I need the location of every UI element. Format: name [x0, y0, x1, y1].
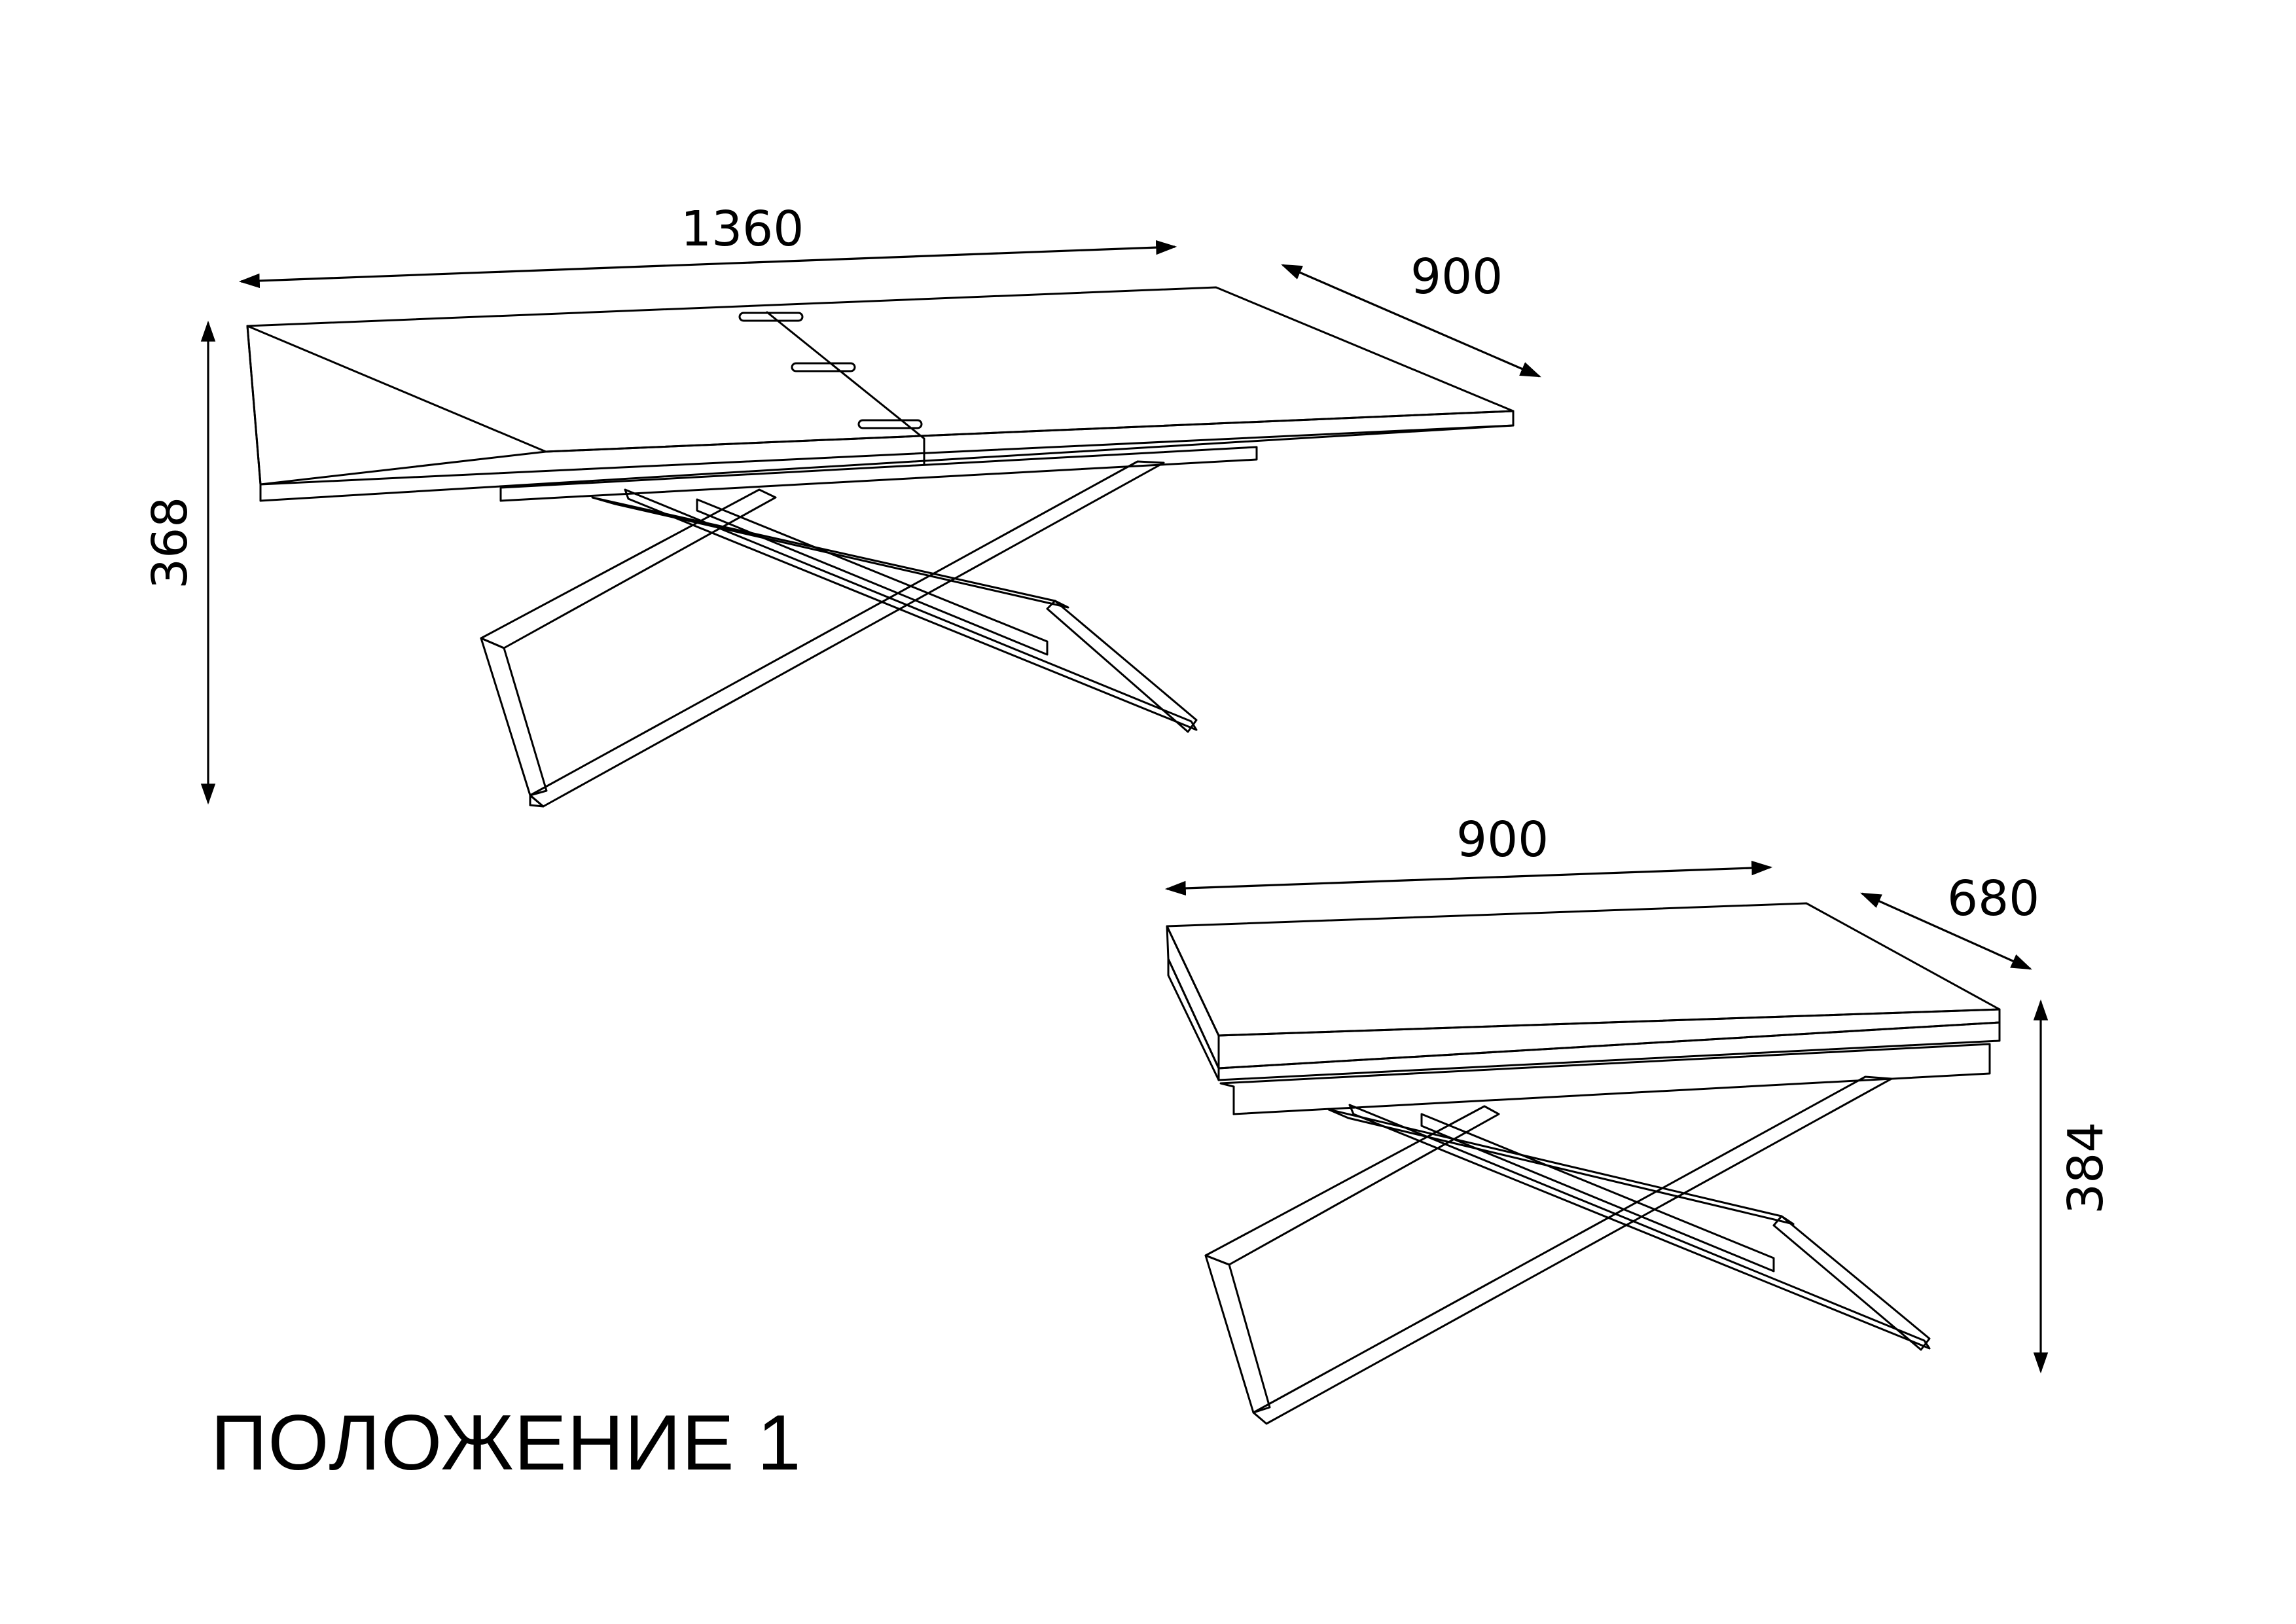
folded-tabletop — [1166, 902, 2001, 1037]
expanded-top-seam — [766, 311, 925, 466]
dim-folded-length-label: 900 — [1456, 812, 1549, 868]
hinge-slot-icon — [738, 312, 923, 429]
dim-folded-height-label: 384 — [2058, 1122, 2114, 1214]
position-caption: ПОЛОЖЕНИЕ 1 — [211, 1399, 802, 1487]
folded-table — [1166, 902, 2001, 1425]
dim-folded-depth-label: 680 — [1947, 871, 2039, 927]
dim-expanded-height-label: 368 — [142, 497, 198, 589]
dim-expanded-length-label: 1360 — [681, 201, 804, 257]
expanded-x-legs — [480, 460, 1198, 808]
dim-expanded-height: 368 — [142, 320, 216, 805]
dim-folded-height: 384 — [2033, 999, 2114, 1374]
dim-folded-depth: 680 — [1860, 871, 2039, 970]
dim-expanded-depth-label: 900 — [1410, 249, 1503, 305]
dim-folded-length: 900 — [1164, 812, 1773, 896]
folded-x-legs — [1204, 1075, 1931, 1425]
expanded-tabletop — [246, 286, 1515, 453]
expanded-table — [246, 286, 1515, 808]
dim-expanded-length: 1360 — [238, 201, 1177, 289]
expanded-under-frame — [499, 446, 1258, 502]
folded-under-frame — [1219, 1043, 1991, 1115]
dim-expanded-depth: 900 — [1281, 249, 1541, 378]
